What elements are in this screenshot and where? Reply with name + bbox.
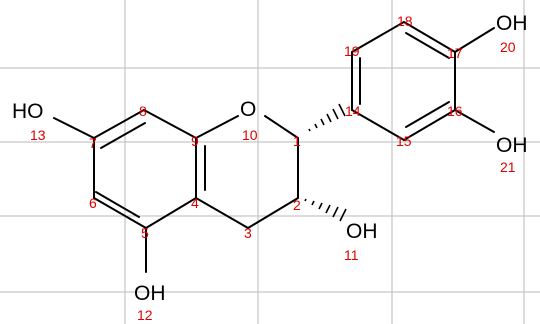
bond-19-18 xyxy=(351,21,405,53)
bond-10-1 xyxy=(264,115,299,139)
atom-label-ho13: HO xyxy=(12,100,44,123)
bond-7-8-double xyxy=(100,122,146,149)
atom-index-14: 14 xyxy=(345,103,361,119)
hashed-wedge-2-11 xyxy=(304,198,347,222)
atom-index-20: 20 xyxy=(500,39,516,55)
atom-label-oh12: OH xyxy=(134,282,166,305)
bond-16-15 xyxy=(403,109,456,141)
atom-label-oh20: OH xyxy=(496,12,528,35)
atom-labels: O HO OH OH OH OH xyxy=(12,12,528,305)
atom-index-10: 10 xyxy=(242,127,258,143)
atom-index-3: 3 xyxy=(244,225,252,241)
bond-7-8 xyxy=(93,109,145,139)
bond-16-15-double xyxy=(405,101,450,128)
bond-8-9 xyxy=(143,109,197,139)
atom-index-1: 1 xyxy=(293,133,301,149)
atom-index-13: 13 xyxy=(30,127,46,143)
bond-3-4 xyxy=(195,197,249,229)
bonds xyxy=(53,21,495,273)
atom-index-4: 4 xyxy=(191,195,199,211)
bond-4-5 xyxy=(145,197,197,229)
atom-index-17: 17 xyxy=(447,45,463,61)
atom-index-21: 21 xyxy=(500,159,516,175)
bond-18-17-double xyxy=(405,32,450,59)
atom-index-18: 18 xyxy=(397,13,413,29)
atom-label-o10: O xyxy=(240,98,256,121)
hashed-wedge-1-14 xyxy=(308,103,346,132)
bond-9-10 xyxy=(195,115,239,139)
atom-index-12: 12 xyxy=(137,307,153,323)
atom-index-labels: 1 2 3 4 5 6 7 8 9 10 11 12 13 14 15 16 1… xyxy=(30,13,516,323)
atom-index-11: 11 xyxy=(344,247,359,263)
atom-index-8: 8 xyxy=(139,103,147,119)
atom-index-7: 7 xyxy=(89,135,97,151)
atom-index-9: 9 xyxy=(191,133,199,149)
bond-15-14 xyxy=(351,109,405,141)
bond-7-13 xyxy=(53,117,95,139)
atom-index-19: 19 xyxy=(344,43,360,59)
bond-18-17 xyxy=(403,21,456,53)
bond-5-6 xyxy=(93,197,147,229)
atom-index-5: 5 xyxy=(141,225,149,241)
atom-index-16: 16 xyxy=(447,103,463,119)
atom-label-oh21: OH xyxy=(496,134,528,157)
bond-2-3 xyxy=(247,197,299,229)
atom-index-15: 15 xyxy=(396,133,412,149)
atom-index-2: 2 xyxy=(293,197,301,213)
bond-16-21 xyxy=(454,109,495,133)
bond-5-6-double xyxy=(95,191,140,218)
atom-label-oh11: OH xyxy=(346,220,378,243)
stereo-bonds xyxy=(304,103,347,222)
atom-index-6: 6 xyxy=(89,195,97,211)
bond-17-20 xyxy=(454,27,495,53)
